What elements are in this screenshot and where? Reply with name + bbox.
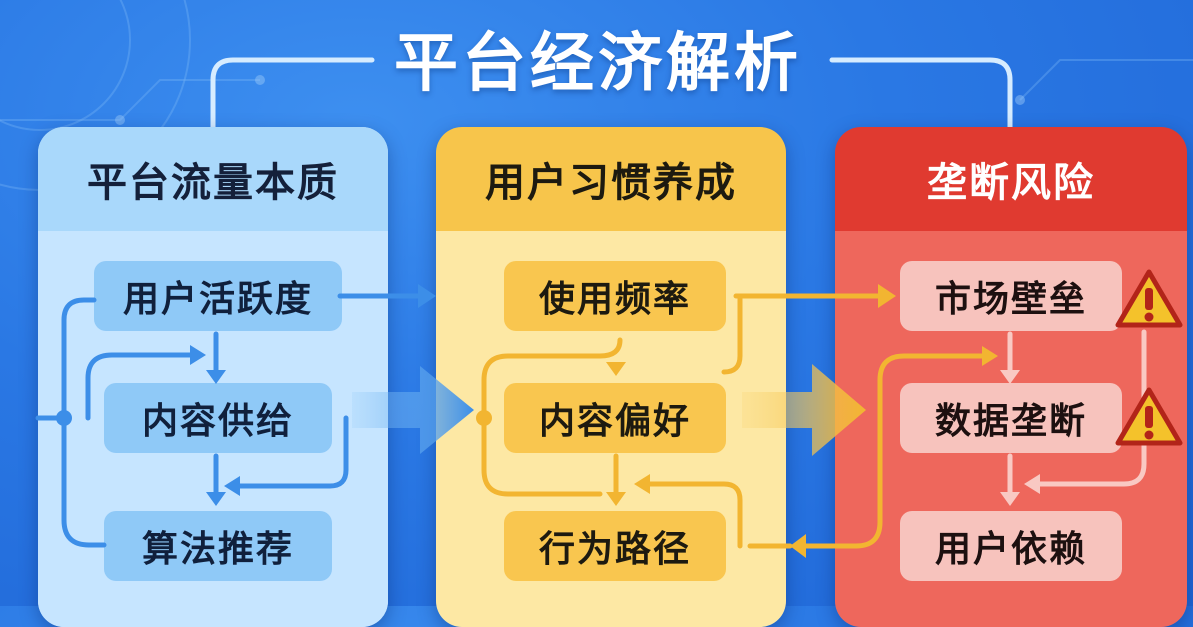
node-usage-frequency: 使用频率 <box>504 261 726 331</box>
node-user-activity: 用户活跃度 <box>94 261 342 331</box>
panel-heading: 用户习惯养成 <box>436 127 786 231</box>
node-user-dependence: 用户依赖 <box>900 511 1122 581</box>
warning-icon <box>1115 387 1183 446</box>
panel-monopoly-risk: 垄断风险 市场壁垒 数据垄断 用户依赖 <box>835 127 1187 627</box>
node-data-monopoly: 数据垄断 <box>900 383 1122 453</box>
warning-icon <box>1115 269 1183 328</box>
node-content-supply: 内容供给 <box>104 383 332 453</box>
panel-body: 使用频率 内容偏好 行为路径 <box>436 231 786 627</box>
node-behavior-path: 行为路径 <box>504 511 726 581</box>
panel-heading: 平台流量本质 <box>38 127 388 231</box>
node-content-preference: 内容偏好 <box>504 383 726 453</box>
node-algorithm-recommend: 算法推荐 <box>104 511 332 581</box>
panel-platform-traffic: 平台流量本质 用户活跃度 内容供给 算法推荐 <box>38 127 388 627</box>
panel-heading: 垄断风险 <box>835 127 1187 231</box>
node-market-barrier: 市场壁垒 <box>900 261 1122 331</box>
panel-body: 用户活跃度 内容供给 算法推荐 <box>38 231 388 627</box>
page-title: 平台经济解析 <box>394 27 802 101</box>
panel-user-habit: 用户习惯养成 使用频率 内容偏好 行为路径 <box>436 127 786 627</box>
title-container: 平台经济解析 <box>378 14 818 102</box>
